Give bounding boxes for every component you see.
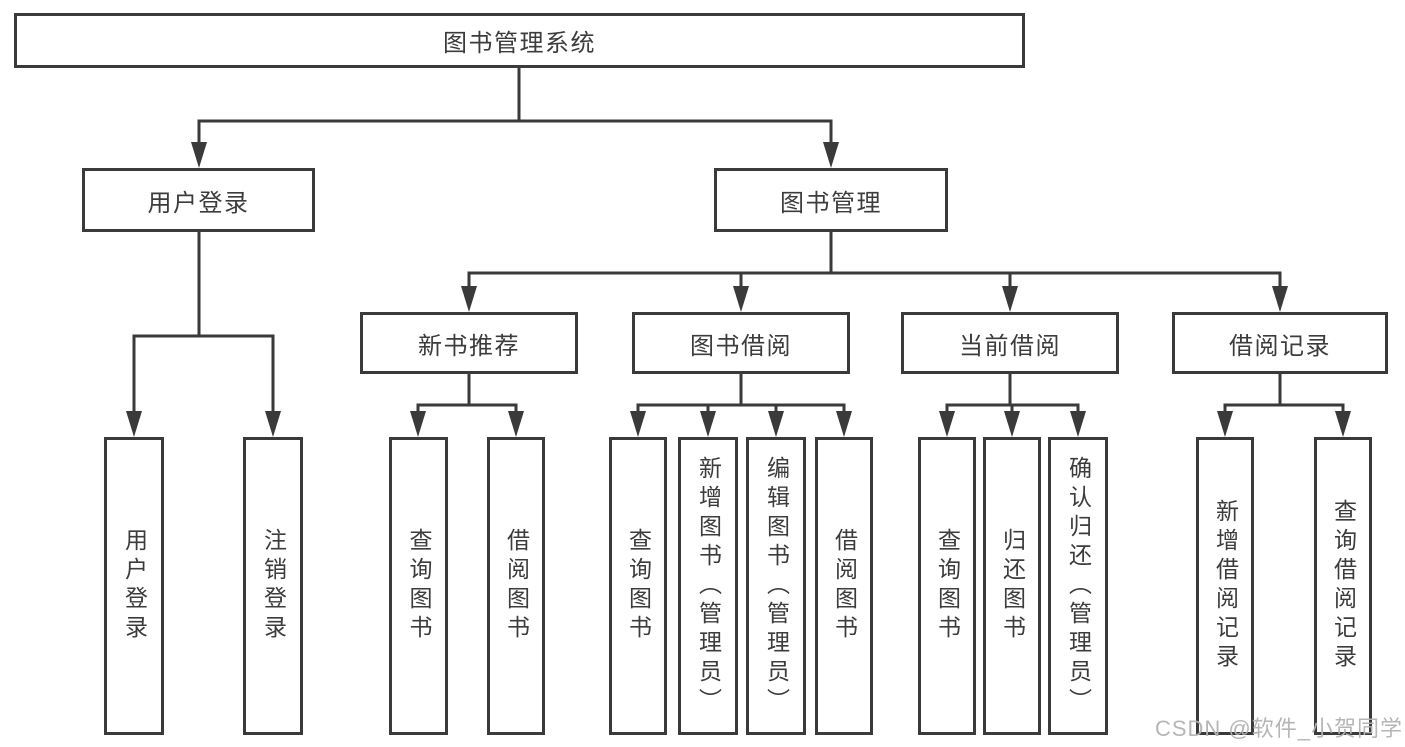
node-leaf-query-books-recommend: 查询图书 <box>389 437 448 735</box>
node-book-management: 图书管理 <box>714 168 948 232</box>
node-root: 图书管理系统 <box>14 13 1025 68</box>
csdn-watermark: CSDN @软件_小贺同学 <box>1154 716 1403 741</box>
node-book-borrow-label: 图书借阅 <box>690 332 792 360</box>
connector-userlogin-to-leaves <box>132 232 275 418</box>
connector-borrowrecord-to-leaves <box>1223 374 1345 420</box>
node-leaf-confirm-return-admin-label: 确认归还（管理员） <box>1065 455 1092 717</box>
node-leaf-add-borrow-record-label: 新增借阅记录 <box>1212 499 1239 673</box>
node-leaf-return-book: 归还图书 <box>983 437 1041 735</box>
node-current-borrow-label: 当前借阅 <box>959 332 1061 360</box>
node-user-login-label: 用户登录 <box>147 189 250 217</box>
node-leaf-edit-book-admin-label: 编辑图书（管理员） <box>763 455 790 717</box>
node-leaf-query-borrow-record: 查询借阅记录 <box>1314 437 1372 735</box>
node-leaf-borrow-books-label: 借阅图书 <box>831 528 858 644</box>
node-leaf-logout: 注销登录 <box>243 437 303 735</box>
arrowheads <box>126 142 1351 437</box>
node-leaf-logout-label: 注销登录 <box>260 528 287 644</box>
node-leaf-borrow-books-recommend-label: 借阅图书 <box>503 528 530 644</box>
node-leaf-query-books-current-label: 查询图书 <box>934 528 961 644</box>
node-new-book-recommend-label: 新书推荐 <box>418 332 520 360</box>
node-leaf-add-book-admin: 新增图书（管理员） <box>678 437 738 735</box>
connector-bookborrow-to-leaves <box>636 374 846 420</box>
node-leaf-edit-book-admin: 编辑图书（管理员） <box>746 437 806 735</box>
node-leaf-confirm-return-admin: 确认归还（管理员） <box>1048 437 1108 735</box>
node-leaf-query-books-borrow: 查询图书 <box>609 437 667 735</box>
node-leaf-return-book-label: 归还图书 <box>999 528 1026 644</box>
node-leaf-user-login-label: 用户登录 <box>121 528 148 644</box>
node-leaf-add-borrow-record: 新增借阅记录 <box>1196 437 1254 735</box>
node-book-borrow: 图书借阅 <box>632 312 850 374</box>
node-leaf-query-borrow-record-label: 查询借阅记录 <box>1330 499 1357 673</box>
node-leaf-query-books-recommend-label: 查询图书 <box>406 528 432 644</box>
connector-root-to-level2 <box>197 68 833 150</box>
node-root-label: 图书管理系统 <box>443 30 596 57</box>
connector-bookmgmt-to-level3 <box>467 232 1282 294</box>
node-leaf-query-books-borrow-label: 查询图书 <box>625 528 652 644</box>
node-borrow-records: 借阅记录 <box>1172 312 1388 374</box>
node-leaf-borrow-books-recommend: 借阅图书 <box>487 437 545 735</box>
node-new-book-recommend: 新书推荐 <box>360 312 578 374</box>
node-borrow-records-label: 借阅记录 <box>1229 332 1331 360</box>
node-book-management-label: 图书管理 <box>780 189 882 217</box>
node-leaf-add-book-admin-label: 新增图书（管理员） <box>695 455 722 717</box>
node-user-login: 用户登录 <box>82 168 315 232</box>
node-leaf-query-books-current: 查询图书 <box>918 437 976 735</box>
node-leaf-borrow-books: 借阅图书 <box>815 437 873 735</box>
node-leaf-user-login: 用户登录 <box>104 437 164 735</box>
connector-newbook-to-leaves <box>416 374 518 420</box>
node-current-borrow: 当前借阅 <box>901 312 1119 374</box>
